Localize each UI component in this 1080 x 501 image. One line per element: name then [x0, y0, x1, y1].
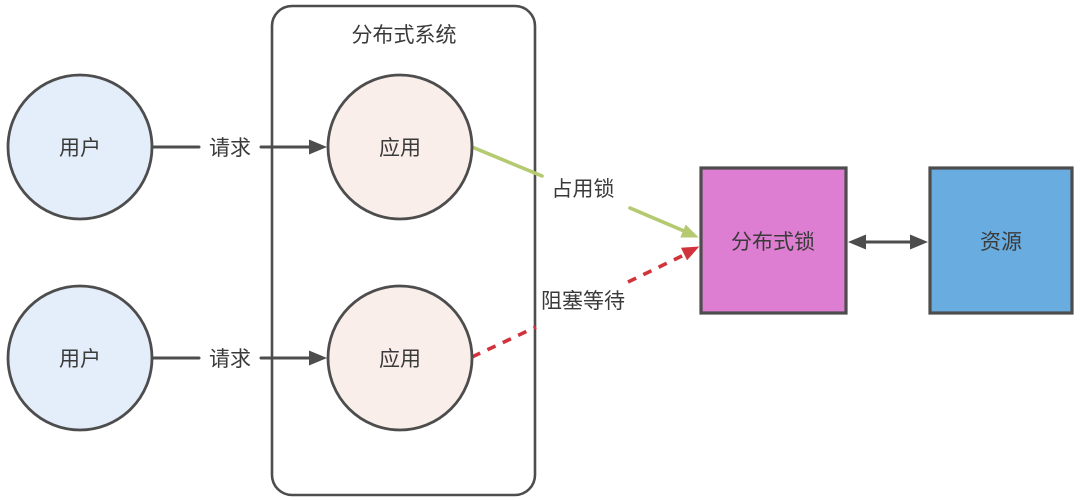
- app-node-1: 应用: [326, 73, 474, 221]
- arrowhead-red-icon: [680, 246, 700, 261]
- user-circle: [6, 284, 154, 432]
- user-node-1: 用户: [6, 73, 154, 221]
- resource-box: [928, 166, 1074, 315]
- arrowhead-right-icon: [309, 139, 327, 155]
- occupy-lock-edge: 占用锁: [470, 145, 699, 238]
- request-edge-2-label: 请求: [209, 347, 251, 371]
- lock-box: [699, 166, 848, 315]
- app-circle: [326, 284, 474, 432]
- blocking-wait-label: 阻塞等待: [541, 289, 625, 313]
- app-node-2: 应用: [326, 284, 474, 432]
- resource-label: 资源: [980, 230, 1022, 254]
- arrowhead-green-icon: [680, 224, 699, 238]
- edge-line: [471, 325, 537, 359]
- app-node-1-label: 应用: [379, 136, 421, 160]
- distributed-lock-label: 分布式锁: [731, 230, 815, 254]
- occupy-lock-label: 占用锁: [552, 177, 615, 201]
- app-node-2-label: 应用: [379, 347, 421, 371]
- edge-line: [470, 145, 544, 178]
- arrowhead-right-icon: [910, 234, 928, 250]
- request-edge-1: 请求: [150, 136, 327, 160]
- lock-resource-edge: [848, 234, 928, 250]
- distributed-lock-node: 分布式锁: [699, 166, 848, 315]
- edge-line: [627, 252, 687, 284]
- request-edge-1-label: 请求: [209, 136, 251, 160]
- distributed-system-title: 分布式系统: [352, 23, 457, 47]
- user-circle: [6, 73, 154, 221]
- resource-node: 资源: [928, 166, 1074, 315]
- request-edge-2: 请求: [150, 347, 327, 371]
- blocking-wait-edge: 阻塞等待: [471, 246, 700, 359]
- user-node-2-label: 用户: [59, 347, 101, 371]
- user-node-2: 用户: [6, 284, 154, 432]
- arrowhead-left-icon: [848, 234, 866, 250]
- arrowhead-right-icon: [309, 350, 327, 366]
- user-node-1-label: 用户: [59, 136, 101, 160]
- edge-line: [628, 206, 686, 233]
- app-circle: [326, 73, 474, 221]
